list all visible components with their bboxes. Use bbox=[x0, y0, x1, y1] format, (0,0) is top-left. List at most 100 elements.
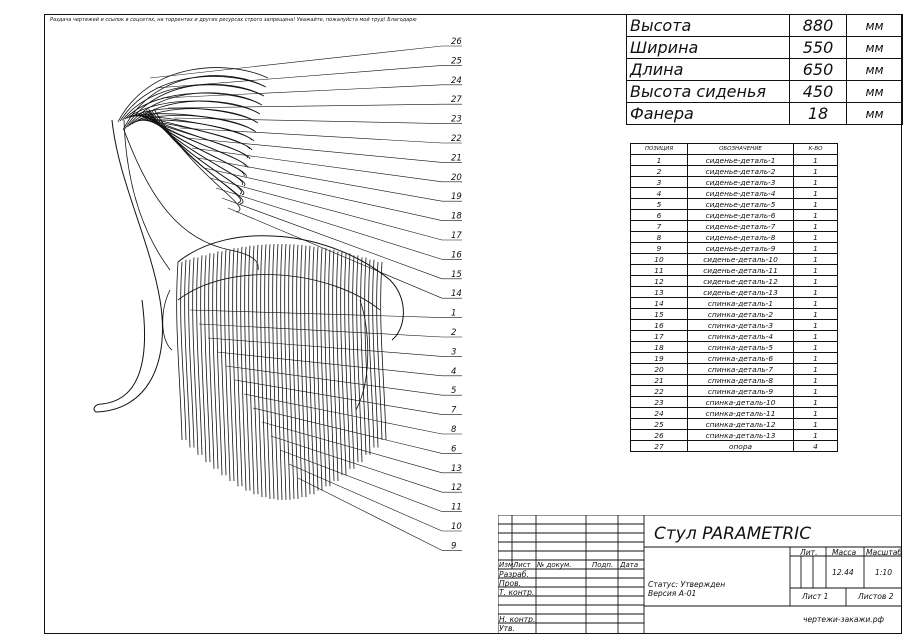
leader-line bbox=[189, 309, 443, 318]
spec-designation: сиденье-деталь-9 bbox=[687, 242, 794, 254]
spec-designation: спинка-деталь-2 bbox=[687, 308, 794, 320]
version-text: Версия А-01 bbox=[648, 589, 697, 598]
spec-quantity: 4 bbox=[793, 440, 838, 452]
leader-line bbox=[261, 421, 443, 474]
spec-quantity: 1 bbox=[793, 198, 838, 210]
leader-label: 14 bbox=[451, 289, 462, 299]
spec-header-cell: ОБОЗНАЧЕНИЕ bbox=[687, 143, 794, 155]
leader-line bbox=[221, 197, 443, 280]
dimension-label: Ширина bbox=[626, 36, 790, 59]
dimension-value: 880 bbox=[789, 14, 847, 37]
spec-position: 10 bbox=[630, 253, 688, 265]
spec-header-cell: ПОЗИЦИЯ bbox=[630, 143, 688, 155]
spec-designation: сиденье-деталь-10 bbox=[687, 253, 794, 265]
spec-quantity: 1 bbox=[793, 308, 838, 320]
spec-designation: сиденье-деталь-7 bbox=[687, 220, 794, 232]
leader-label: 13 bbox=[451, 464, 462, 474]
leader-line bbox=[215, 187, 443, 260]
dimension-unit: мм bbox=[846, 14, 903, 37]
spec-position: 21 bbox=[630, 374, 688, 386]
leader-line bbox=[198, 323, 443, 338]
spec-quantity: 1 bbox=[793, 418, 838, 430]
spec-position: 27 bbox=[630, 440, 688, 452]
row-label-norm-control: Н. контр. bbox=[499, 615, 536, 624]
sheet-number: Лист 1 bbox=[802, 592, 829, 601]
spec-position: 12 bbox=[630, 275, 688, 287]
spec-quantity: 1 bbox=[793, 275, 838, 287]
spec-position: 9 bbox=[630, 242, 688, 254]
spec-designation: сиденье-деталь-11 bbox=[687, 264, 794, 276]
leader-label: 18 bbox=[451, 212, 462, 222]
spec-position: 8 bbox=[630, 231, 688, 243]
spec-quantity: 1 bbox=[793, 330, 838, 342]
spec-designation: спинка-деталь-6 bbox=[687, 352, 794, 364]
spec-position: 18 bbox=[630, 341, 688, 353]
spec-quantity: 1 bbox=[793, 429, 838, 441]
leader-label: 11 bbox=[451, 503, 462, 513]
scale-label: Масштаб bbox=[866, 548, 903, 557]
spec-quantity: 1 bbox=[793, 176, 838, 188]
spec-position: 7 bbox=[630, 220, 688, 232]
spec-position: 16 bbox=[630, 319, 688, 331]
spec-quantity: 1 bbox=[793, 187, 838, 199]
spec-position: 3 bbox=[630, 176, 688, 188]
col-header-sheet: Лист bbox=[513, 561, 531, 569]
leader-line bbox=[167, 103, 443, 109]
status-text: Статус: Утвержден bbox=[648, 580, 726, 589]
drawing-title: Стул PARAMETRIC bbox=[654, 524, 812, 544]
spec-position: 2 bbox=[630, 165, 688, 177]
spec-quantity: 1 bbox=[793, 297, 838, 309]
spec-quantity: 1 bbox=[793, 165, 838, 177]
copyright-notice: Раздача чертежей и ссылок в соцсетях, на… bbox=[50, 17, 417, 23]
leader-label: 17 bbox=[451, 231, 462, 241]
spec-position: 4 bbox=[630, 187, 688, 199]
spec-designation: спинка-деталь-11 bbox=[687, 407, 794, 419]
leader-label: 25 bbox=[451, 56, 462, 66]
col-header-signature: Подп. bbox=[592, 561, 614, 569]
spec-quantity: 1 bbox=[793, 396, 838, 408]
leader-line bbox=[252, 407, 443, 454]
spec-designation: спинка-деталь-9 bbox=[687, 385, 794, 397]
spec-position: 15 bbox=[630, 308, 688, 320]
spec-designation: спинка-деталь-5 bbox=[687, 341, 794, 353]
spec-designation: сиденье-деталь-13 bbox=[687, 286, 794, 298]
spec-designation: спинка-деталь-7 bbox=[687, 363, 794, 375]
spec-designation: спинка-деталь-13 bbox=[687, 429, 794, 441]
row-label-developer: Разраб. bbox=[499, 570, 529, 579]
dimension-unit: мм bbox=[846, 102, 903, 125]
website: чертежи-закажи.рф bbox=[803, 615, 885, 624]
spec-position: 11 bbox=[630, 264, 688, 276]
leader-line bbox=[185, 137, 443, 163]
leader-label: 6 bbox=[451, 444, 457, 454]
spec-quantity: 1 bbox=[793, 385, 838, 397]
leader-line bbox=[297, 477, 443, 551]
dimension-value: 550 bbox=[789, 36, 847, 59]
leader-label: 23 bbox=[451, 115, 462, 125]
title-block-grid bbox=[498, 515, 902, 634]
leader-line bbox=[179, 127, 443, 144]
dimension-unit: мм bbox=[846, 36, 903, 59]
spec-designation: сиденье-деталь-6 bbox=[687, 209, 794, 221]
spec-quantity: 1 bbox=[793, 154, 838, 166]
dimension-value: 18 bbox=[789, 102, 847, 125]
dimension-label: Высота сиденья bbox=[626, 80, 790, 103]
leader-label: 4 bbox=[451, 367, 456, 377]
spec-position: 13 bbox=[630, 286, 688, 298]
